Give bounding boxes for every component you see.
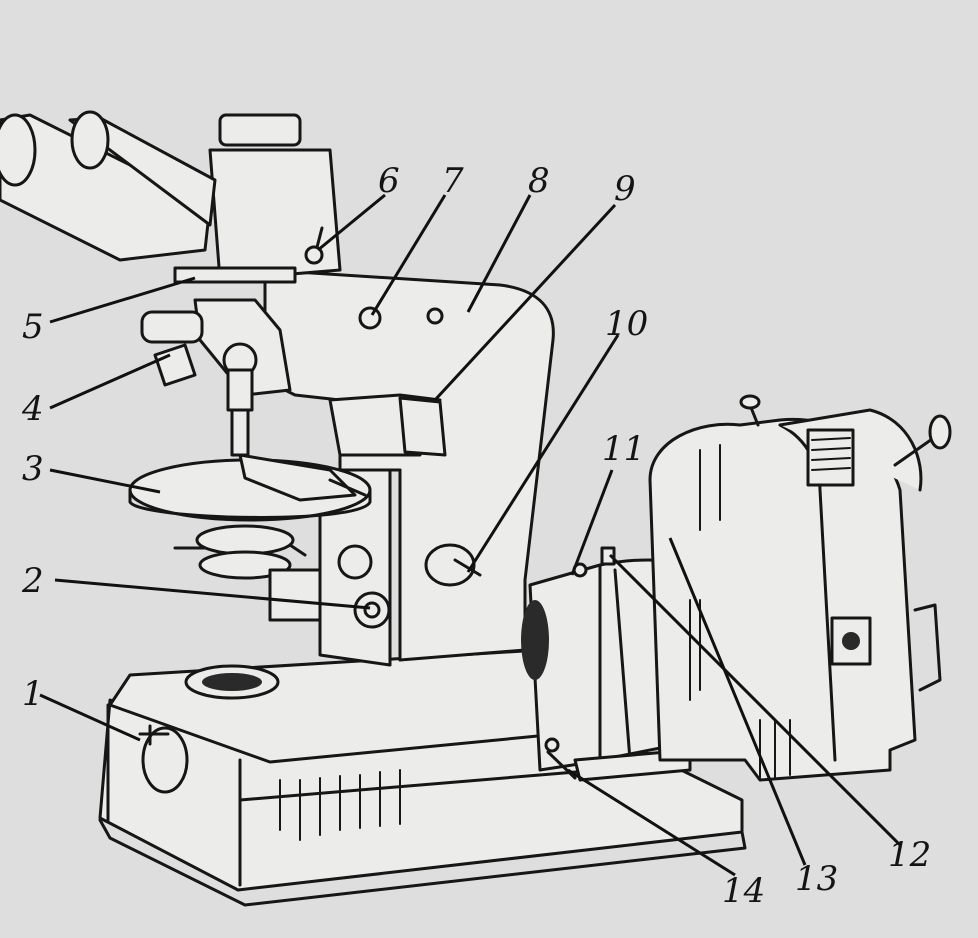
leader-7: [370, 194, 447, 316]
callout-6: 6: [378, 161, 400, 201]
leader-10: [466, 334, 620, 573]
callout-13: 13: [795, 859, 838, 899]
callout-12: 12: [888, 835, 931, 875]
light-source: [648, 394, 952, 782]
leader-9: [433, 203, 617, 402]
leader-13: [668, 537, 807, 866]
leader-lines: [39, 193, 902, 877]
leader-8: [466, 194, 532, 313]
stage: [128, 453, 391, 629]
callout-11: 11: [602, 429, 645, 469]
callout-5: 5: [22, 307, 44, 347]
leader-3: [49, 468, 161, 494]
callout-7: 7: [442, 161, 464, 201]
leader-5: [49, 276, 196, 324]
callout-3: 3: [22, 449, 44, 489]
callout-4: 4: [21, 389, 44, 429]
leader-6: [317, 193, 386, 252]
callout-10: 10: [605, 304, 648, 344]
callout-2: 2: [21, 561, 44, 601]
leader-1: [39, 693, 141, 742]
leader-2: [54, 578, 371, 610]
head: [0, 110, 342, 284]
leader-11: [570, 469, 614, 576]
callout-14: 14: [722, 871, 765, 911]
leader-4: [49, 353, 171, 410]
leader-14: [567, 768, 736, 877]
callout-labels: 1 2 3 4 5 6 7 8 9 10 11 12 13 14: [21, 161, 931, 911]
leader-12: [608, 553, 902, 847]
callout-1: 1: [22, 674, 44, 714]
callout-9: 9: [614, 169, 636, 209]
nosepiece: [140, 298, 292, 457]
callout-8: 8: [528, 161, 550, 201]
